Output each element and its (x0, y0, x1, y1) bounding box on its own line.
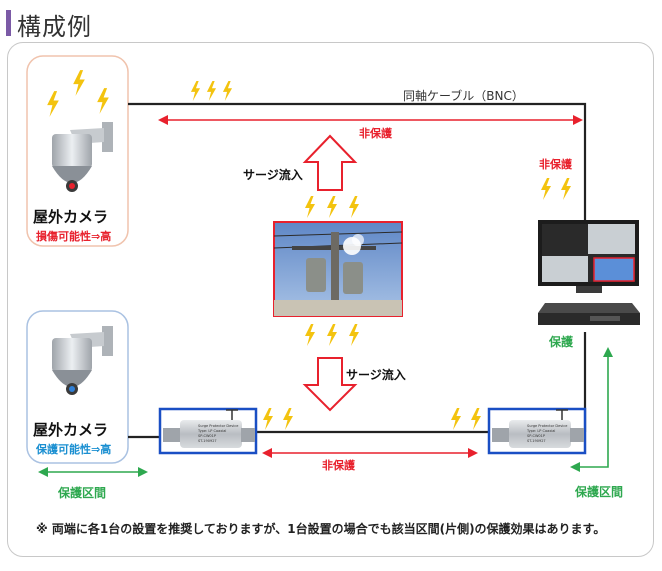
page-title: 構成例 (17, 13, 92, 41)
protected-label: 保護 (549, 335, 574, 349)
device-text: Surge Protector Device (527, 424, 567, 428)
lightning-icon (305, 196, 315, 218)
recorder-monitor-icon (538, 220, 640, 325)
lightning-icon (263, 408, 273, 430)
coax-cable (128, 102, 587, 439)
title-accent-bar (6, 10, 11, 36)
surge-label-bottom: サージ流入 (346, 368, 406, 382)
protected-zone-arrow-left (38, 467, 148, 477)
surge-protector-right: Surge Protector Device Type: LP Coaxial … (487, 407, 587, 455)
camera-top-label: 屋外カメラ (33, 208, 109, 226)
lightning-icon (327, 324, 337, 346)
camera-top-icon (52, 122, 113, 192)
lightning-icon (190, 81, 201, 101)
surge-protector-left: Surge Protector Device Type: LP Coaxial … (158, 407, 258, 455)
lightning-icon (305, 324, 315, 346)
lightning-icon (451, 408, 461, 430)
lightning-icon (206, 81, 217, 101)
protected-zone-arrow-right (570, 347, 613, 472)
device-text: SP-CW01P (198, 434, 216, 438)
surge-label-top: サージ流入 (243, 168, 303, 182)
device-text: Surge Protector Device (198, 424, 238, 428)
device-text: SP-CW01P (527, 434, 545, 438)
unprotected-label-right: 非保護 (539, 158, 572, 171)
device-text: Type: LP Coaxial (197, 429, 226, 433)
lightning-icon (471, 408, 481, 430)
unprotected-arrow-bottom (262, 448, 478, 458)
camera-bottom-icon (52, 326, 113, 395)
unprotected-label-top: 非保護 (359, 127, 392, 140)
camera-bottom-protect: 保護可能性⇒高 (36, 443, 112, 456)
unprotected-label-bottom: 非保護 (322, 459, 355, 472)
camera-bottom-label: 屋外カメラ (33, 421, 109, 439)
cable-label: 同軸ケーブル（BNC） (403, 89, 524, 103)
lightning-icon (541, 178, 551, 200)
lightning-icon (561, 178, 571, 200)
device-text: ST-190927 (527, 439, 546, 443)
lightning-icon (222, 81, 233, 101)
lightning-icon (349, 324, 359, 346)
transformer-photo (273, 221, 403, 317)
lightning-icon (327, 196, 337, 218)
unprotected-arrow-top (158, 115, 583, 125)
device-text: Type: LP Coaxial (526, 429, 555, 433)
surge-arrow-down (302, 357, 358, 412)
device-text: ST-190927 (198, 439, 217, 443)
lightning-icon (283, 408, 293, 430)
protected-zone-label-left: 保護区間 (58, 486, 107, 500)
surge-arrow-up (302, 134, 358, 191)
footnote: ※ 両端に各1台の設置を推奨しておりますが、1台設置の場合でも該当区間(片側)の… (36, 522, 606, 536)
protected-zone-label-right: 保護区間 (575, 485, 624, 499)
camera-top-risk: 損傷可能性⇒高 (36, 230, 112, 243)
lightning-icon (349, 196, 359, 218)
